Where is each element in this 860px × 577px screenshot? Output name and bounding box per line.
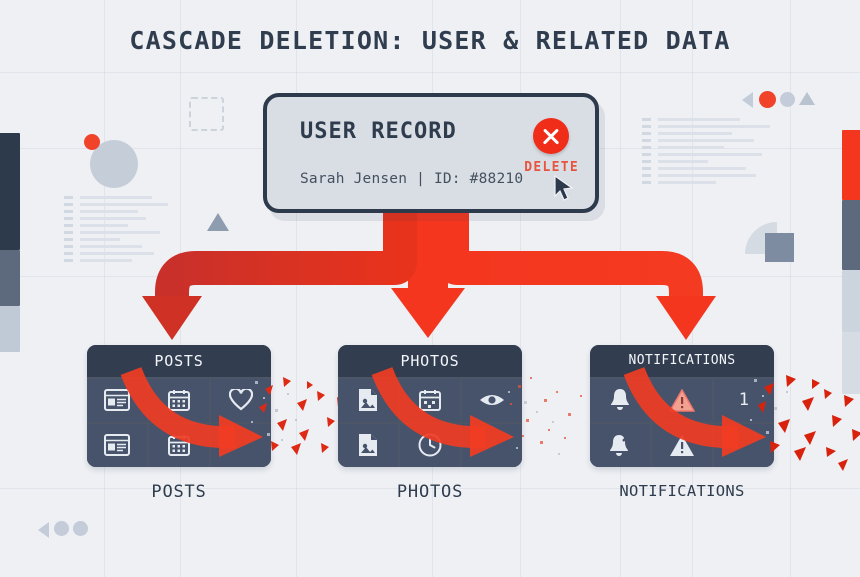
calendar-icon (148, 378, 210, 422)
entity-label-posts: POSTS (151, 482, 207, 502)
clock-icon (399, 423, 461, 467)
entity-label-photos: PHOTOS (396, 482, 464, 502)
user-record-title: USER RECORD (300, 119, 457, 144)
entity-card-body[interactable]: PHOTOS (338, 345, 522, 467)
entity-icon-grid (338, 377, 522, 467)
entity-card-posts[interactable]: POSTS (87, 345, 353, 502)
entity-card-body[interactable]: POSTS (87, 345, 271, 467)
notification-count-badge: 1 (713, 378, 774, 422)
entity-card-header: NOTIFICATIONS (590, 345, 774, 377)
entity-label-notifications: NOTIFICATIONS (619, 482, 745, 500)
close-circle-icon[interactable] (533, 118, 569, 154)
page-title: CASCADE DELETION: USER & RELATED DATA (129, 26, 731, 55)
warning-triangle-icon (651, 423, 713, 467)
entity-card-header: POSTS (87, 345, 271, 377)
warning-triangle-icon (651, 378, 713, 422)
image-file-icon (338, 378, 399, 422)
heart-icon (210, 378, 271, 422)
empty-cell (210, 423, 271, 467)
entity-card-photos[interactable]: PHOTOS (338, 345, 582, 502)
user-record-card[interactable]: USER RECORD Sarah Jensen | ID: #88210 DE… (263, 93, 599, 213)
article-icon (87, 423, 148, 467)
entity-icon-grid: 1 (590, 377, 774, 467)
entity-card-notifications[interactable]: NOTIFICATIONS 1 (590, 345, 860, 500)
entity-icon-grid (87, 377, 271, 467)
bell-icon (590, 378, 651, 422)
empty-cell (461, 423, 522, 467)
calendar-icon (148, 423, 210, 467)
article-icon (87, 378, 148, 422)
eye-icon (461, 378, 522, 422)
user-record-subtitle: Sarah Jensen | ID: #88210 (300, 171, 524, 187)
empty-cell (713, 423, 774, 467)
delete-button-label[interactable]: DELETE (524, 160, 579, 175)
entity-card-body[interactable]: NOTIFICATIONS 1 (590, 345, 774, 467)
entity-card-header: PHOTOS (338, 345, 522, 377)
image-file-icon (338, 423, 399, 467)
cursor-arrow-icon (554, 175, 574, 201)
bell-off-icon (590, 423, 651, 467)
arrow-left (142, 200, 417, 340)
calendar-icon (399, 378, 461, 422)
arrow-right (435, 200, 716, 340)
